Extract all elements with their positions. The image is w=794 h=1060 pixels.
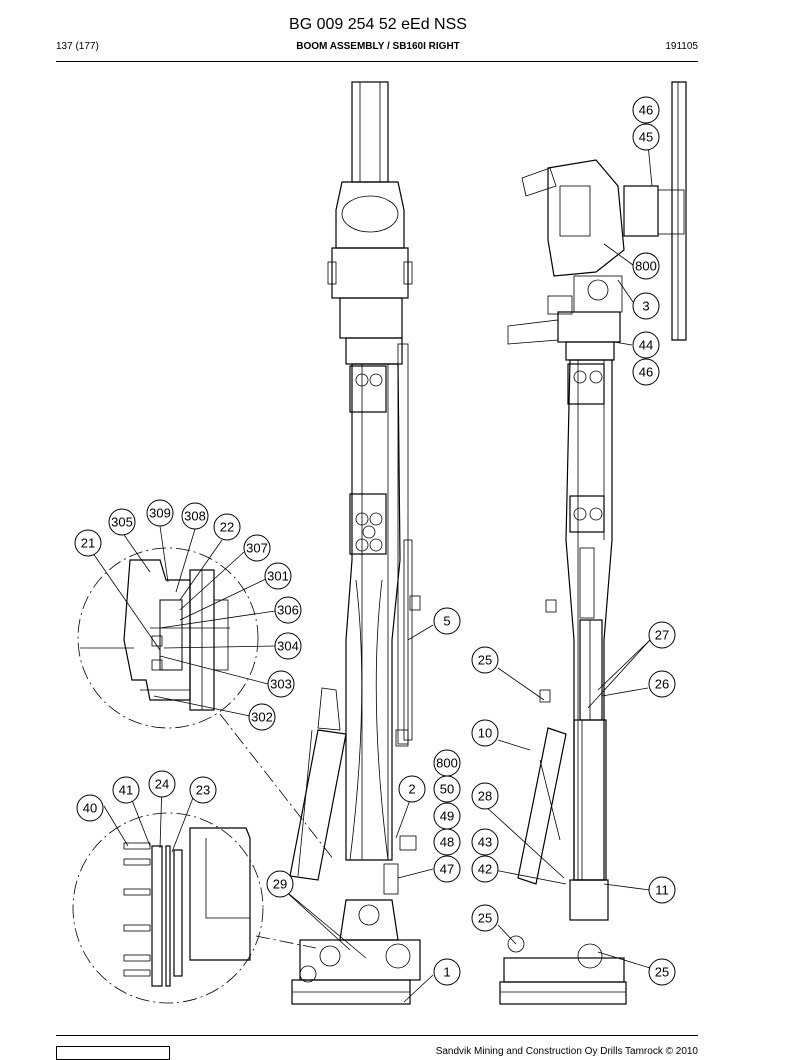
callout-label: 43: [478, 835, 492, 850]
callout-label: 45: [639, 130, 653, 145]
callout-800a: 800: [632, 252, 660, 280]
callout-3: 3: [632, 292, 660, 320]
callout-label: 301: [267, 569, 289, 584]
callout-label: 40: [83, 801, 97, 816]
callout-25c: 25: [648, 958, 676, 986]
callout-label: 11: [655, 883, 669, 898]
callout-23: 23: [189, 776, 217, 804]
page-number: 137 (177): [56, 41, 99, 52]
callout-label: 21: [81, 536, 95, 551]
callout-label: 44: [639, 338, 653, 353]
callout-label: 3: [642, 299, 649, 314]
callout-label: 25: [478, 653, 492, 668]
callout-label: 48: [440, 835, 454, 850]
callout-305: 305: [108, 508, 136, 536]
callout-label: 1: [443, 965, 450, 980]
callout-50: 50: [433, 775, 461, 803]
callout-label: 22: [220, 520, 234, 535]
callout-43: 43: [471, 828, 499, 856]
bolt-row: [123, 842, 151, 977]
callout-42: 42: [471, 855, 499, 883]
callout-label: 41: [119, 783, 133, 798]
callout-48: 48: [433, 828, 461, 856]
document-code: 191105: [665, 41, 698, 52]
callout-label: 309: [149, 506, 171, 521]
callout-label: 27: [655, 628, 669, 643]
callout-25b: 25: [471, 904, 499, 932]
callout-label: 25: [478, 911, 492, 926]
detail-view-lower: [72, 812, 264, 1004]
callout-44: 44: [632, 331, 660, 359]
callout-308: 308: [181, 502, 209, 530]
callout-304: 304: [274, 632, 302, 660]
callout-label: 800: [436, 756, 458, 771]
callout-label: 42: [478, 862, 492, 877]
callout-26: 26: [648, 670, 676, 698]
callout-2: 2: [398, 775, 426, 803]
callout-label: 306: [277, 603, 299, 618]
callout-label: 49: [440, 809, 454, 824]
callout-label: 308: [184, 509, 206, 524]
callout-28: 28: [471, 782, 499, 810]
callout-label: 23: [196, 783, 210, 798]
callout-27: 27: [648, 621, 676, 649]
footer-copyright: Sandvik Mining and Construction Oy Drill…: [435, 1046, 698, 1057]
callout-label: 28: [478, 789, 492, 804]
callout-label: 50: [440, 782, 454, 797]
callout-307: 307: [243, 534, 271, 562]
header-rule: [56, 61, 698, 62]
callout-46a: 46: [632, 96, 660, 124]
callout-309: 309: [146, 499, 174, 527]
callout-302: 302: [248, 703, 276, 731]
callout-24: 24: [148, 770, 176, 798]
detail-view-upper: [77, 547, 259, 729]
callout-label: 24: [155, 777, 169, 792]
callout-40: 40: [76, 794, 104, 822]
callout-label: 46: [639, 103, 653, 118]
callout-5: 5: [433, 607, 461, 635]
callout-label: 5: [443, 614, 450, 629]
document-title: BG 009 254 52 eEd NSS: [289, 16, 467, 33]
callout-label: 29: [273, 877, 287, 892]
callout-41: 41: [112, 776, 140, 804]
callout-306: 306: [274, 596, 302, 624]
callout-label: 303: [270, 677, 292, 692]
callout-label: 304: [277, 639, 299, 654]
callout-label: 800: [635, 259, 657, 274]
callout-800b: 800: [433, 749, 461, 777]
leader-lines: [87, 122, 653, 1003]
callout-label: 307: [246, 541, 268, 556]
callout-45: 45: [632, 123, 660, 151]
callout-label: 305: [111, 515, 133, 530]
callout-46b: 46: [632, 358, 660, 386]
boom-side-view: [499, 81, 687, 1005]
boom-front-view: [289, 81, 421, 1005]
callout-label: 10: [478, 726, 492, 741]
callout-301: 301: [264, 562, 292, 590]
callout-label: 302: [251, 710, 273, 725]
callout-label: 25: [655, 965, 669, 980]
footer-rule: [56, 1035, 698, 1036]
callout-25a: 25: [471, 646, 499, 674]
callout-49: 49: [433, 802, 461, 830]
callout-10: 10: [471, 719, 499, 747]
callout-label: 46: [639, 365, 653, 380]
callout-303: 303: [267, 670, 295, 698]
section-title: BOOM ASSEMBLY / SB160I RIGHT: [296, 41, 460, 52]
callout-21: 21: [74, 529, 102, 557]
callout-47: 47: [433, 855, 461, 883]
callout-label: 47: [440, 862, 454, 877]
callout-label: 26: [655, 677, 669, 692]
callout-1: 1: [433, 958, 461, 986]
callout-22: 22: [213, 513, 241, 541]
callout-11: 11: [648, 876, 676, 904]
callout-29: 29: [266, 870, 294, 898]
callout-label: 2: [408, 782, 415, 797]
